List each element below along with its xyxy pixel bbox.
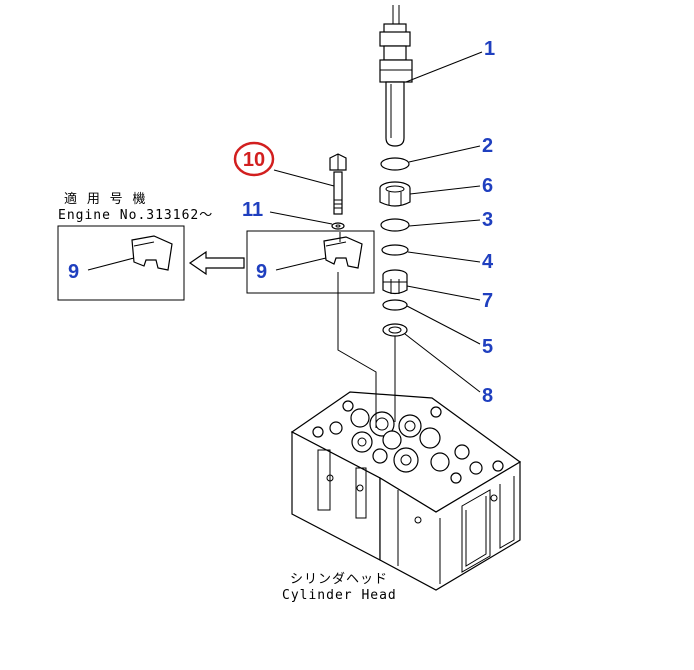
callout-10-highlight: 10 (233, 141, 275, 177)
applicability-label: 適 用 号 機 (64, 191, 146, 207)
callout-9-left: 9 (68, 261, 79, 283)
bolt-part-10 (329, 153, 347, 215)
o-ring-part-3 (380, 218, 410, 232)
leader-clamp-to-head (337, 272, 377, 428)
callout-1: 1 (484, 38, 495, 60)
clamp-box-right (246, 230, 375, 294)
callout-leaders (87, 51, 483, 393)
cylinder-head (290, 391, 522, 591)
washer-part-11 (331, 222, 345, 230)
callout-11: 11 (242, 199, 263, 221)
ring-part-7 (382, 269, 408, 295)
callout-4: 4 (482, 251, 494, 273)
o-ring-part-4 (381, 244, 409, 256)
callout-8: 8 (482, 385, 493, 407)
cylinder-head-label-en: Cylinder Head (282, 588, 397, 603)
callout-9-right: 9 (256, 261, 267, 283)
injector-part-1 (379, 5, 413, 147)
o-ring-part-5 (382, 299, 408, 311)
supersession-arrow (188, 250, 245, 276)
callout-5: 5 (482, 336, 493, 358)
callout-7: 7 (482, 290, 493, 312)
callout-2: 2 (482, 135, 493, 157)
cylinder-head-label-jp: シリンダヘッド (290, 572, 388, 587)
sleeve-part-6 (379, 181, 411, 207)
gasket-part-8 (382, 323, 408, 337)
callout-3: 3 (482, 209, 493, 231)
clamp-box-left (57, 225, 185, 301)
callout-10: 10 (243, 149, 265, 171)
o-ring-part-2 (380, 157, 410, 171)
engine-number-label: Engine No.313162～ (58, 208, 213, 223)
callout-6: 6 (482, 175, 493, 197)
